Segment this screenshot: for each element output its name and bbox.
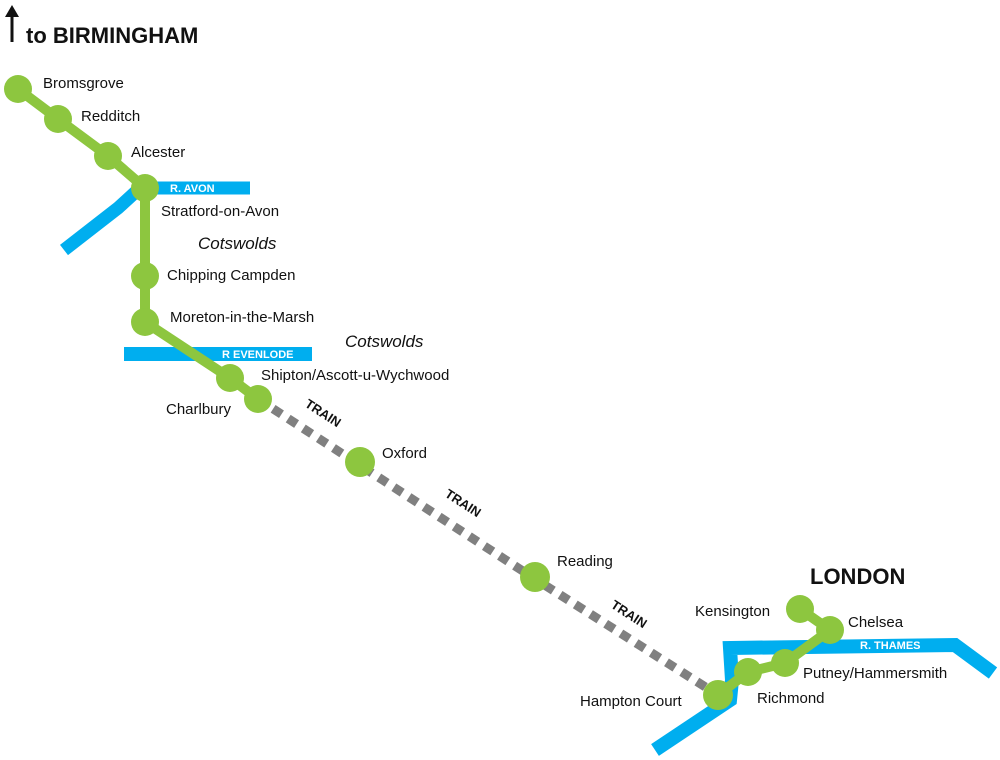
stop-alcester[interactable] xyxy=(94,142,122,170)
label-putney: Putney/Hammersmith xyxy=(803,665,947,682)
label-richmond: Richmond xyxy=(757,690,825,707)
river-label-avon: R. AVON xyxy=(170,183,215,195)
train-label-1: TRAIN xyxy=(302,396,343,430)
label-chipping-campden: Chipping Campden xyxy=(167,267,295,284)
stop-stratford[interactable] xyxy=(131,174,159,202)
direction-label: to BIRMINGHAM xyxy=(26,23,198,48)
stop-hampton-court[interactable] xyxy=(703,680,733,710)
label-charlbury: Charlbury xyxy=(166,401,232,418)
label-reading: Reading xyxy=(557,553,613,570)
river-label-thames: R. THAMES xyxy=(860,640,921,652)
train-line xyxy=(255,395,721,699)
stop-oxford[interactable] xyxy=(345,447,375,477)
region-label-cotswolds-2: Cotswolds xyxy=(345,332,424,351)
label-alcester: Alcester xyxy=(131,144,185,161)
river-label-evenlode: R EVENLODE xyxy=(222,349,294,361)
stop-chipping-campden[interactable] xyxy=(131,262,159,290)
river-avon xyxy=(60,181,250,256)
label-kensington: Kensington xyxy=(695,603,770,620)
stop-shipton[interactable] xyxy=(216,364,244,392)
stop-charlbury[interactable] xyxy=(244,385,272,413)
region-label-cotswolds-1: Cotswolds xyxy=(198,234,277,253)
stop-bromsgrove[interactable] xyxy=(4,75,32,103)
label-stratford: Stratford-on-Avon xyxy=(161,203,279,220)
stop-reading[interactable] xyxy=(520,562,550,592)
stop-kensington[interactable] xyxy=(786,595,814,623)
stop-chelsea[interactable] xyxy=(816,616,844,644)
label-hampton-court: Hampton Court xyxy=(580,693,683,710)
stop-richmond[interactable] xyxy=(734,658,762,686)
train-label-2: TRAIN xyxy=(442,486,483,520)
north-arrow-icon xyxy=(5,5,19,42)
label-bromsgrove: Bromsgrove xyxy=(43,75,124,92)
stop-redditch[interactable] xyxy=(44,105,72,133)
stops xyxy=(4,75,844,710)
label-chelsea: Chelsea xyxy=(848,614,904,631)
city-label-london: LONDON xyxy=(810,564,905,589)
label-redditch: Redditch xyxy=(81,108,140,125)
label-shipton: Shipton/Ascott-u-Wychwood xyxy=(261,367,449,384)
label-moreton: Moreton-in-the-Marsh xyxy=(170,309,314,326)
stop-labels: Bromsgrove Redditch Alcester Stratford-o… xyxy=(43,75,947,710)
stop-moreton[interactable] xyxy=(131,308,159,336)
stop-putney[interactable] xyxy=(771,649,799,677)
label-oxford: Oxford xyxy=(382,445,427,462)
